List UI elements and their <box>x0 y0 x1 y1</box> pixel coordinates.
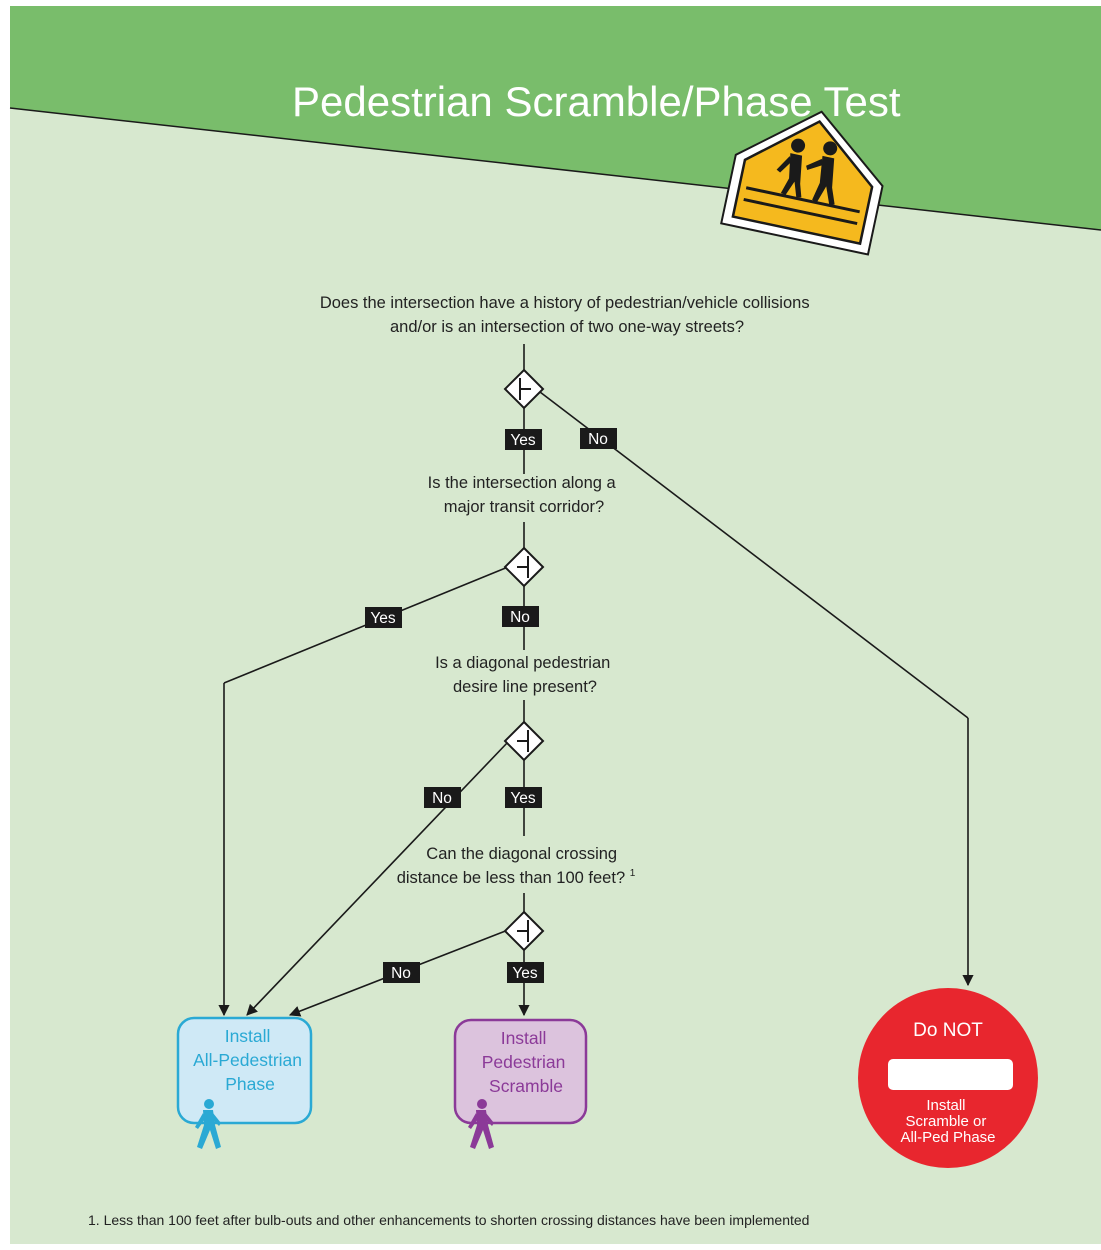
label-q1-yes: Yes <box>505 429 542 450</box>
svg-text:Do NOT: Do NOT <box>913 1020 983 1041</box>
label-q2-yes: Yes <box>365 607 402 628</box>
question-collision-history: Does the intersection have a history of … <box>320 294 814 336</box>
outcome-all-pedestrian-phase: Install All-Pedestrian Phase <box>176 1016 313 1125</box>
svg-text:No: No <box>432 790 452 807</box>
svg-text:Yes: Yes <box>510 790 536 807</box>
pedestrian-walking-icon <box>468 1099 494 1149</box>
label-q3-yes: Yes <box>505 787 542 808</box>
page-title: Pedestrian Scramble/Phase Test <box>292 78 901 125</box>
school-crossing-sign-icon <box>720 110 884 256</box>
question-transit-corridor: Is the intersection along a major transi… <box>428 474 621 516</box>
pedestrian-walking-icon <box>195 1099 221 1149</box>
svg-text:Install Pedestrian: Install Pedestrian Scramble <box>482 1028 571 1096</box>
question-diagonal-desire-line: Is a diagonal pedestrian desire line pre… <box>435 654 615 696</box>
svg-text:Install All-Pedestrian: Install All-Pedestrian Phase <box>193 1026 307 1094</box>
label-q1-no: No <box>580 428 617 449</box>
outcome-pedestrian-scramble: Install Pedestrian Scramble <box>453 1018 588 1125</box>
outcome-do-not-install: Do NOT Install Scramble or All-Ped Phase <box>858 988 1038 1168</box>
label-q2-no: No <box>502 606 539 627</box>
svg-text:Yes: Yes <box>512 965 538 982</box>
svg-text:Install Scramble or: Install Scramble or All-Ped Phase <box>900 1097 995 1146</box>
junction-diamond-icon <box>503 546 545 588</box>
junction-diamond-icon <box>503 910 545 952</box>
svg-text:No: No <box>510 609 530 626</box>
svg-text:Yes: Yes <box>510 432 536 449</box>
svg-text:No: No <box>391 965 411 982</box>
junction-diamond-icon <box>503 368 545 410</box>
footnote: 1. Less than 100 feet after bulb-outs an… <box>88 1212 809 1228</box>
junction-diamond-icon <box>503 720 545 762</box>
svg-text:No: No <box>588 431 608 448</box>
header-edge <box>9 107 1101 231</box>
question-crossing-distance: Can the diagonal crossing distance be le… <box>397 845 636 887</box>
label-q4-no: No <box>383 962 420 983</box>
svg-text:Yes: Yes <box>370 610 396 627</box>
label-q4-yes: Yes <box>507 962 544 983</box>
label-q3-no: No <box>424 787 461 808</box>
